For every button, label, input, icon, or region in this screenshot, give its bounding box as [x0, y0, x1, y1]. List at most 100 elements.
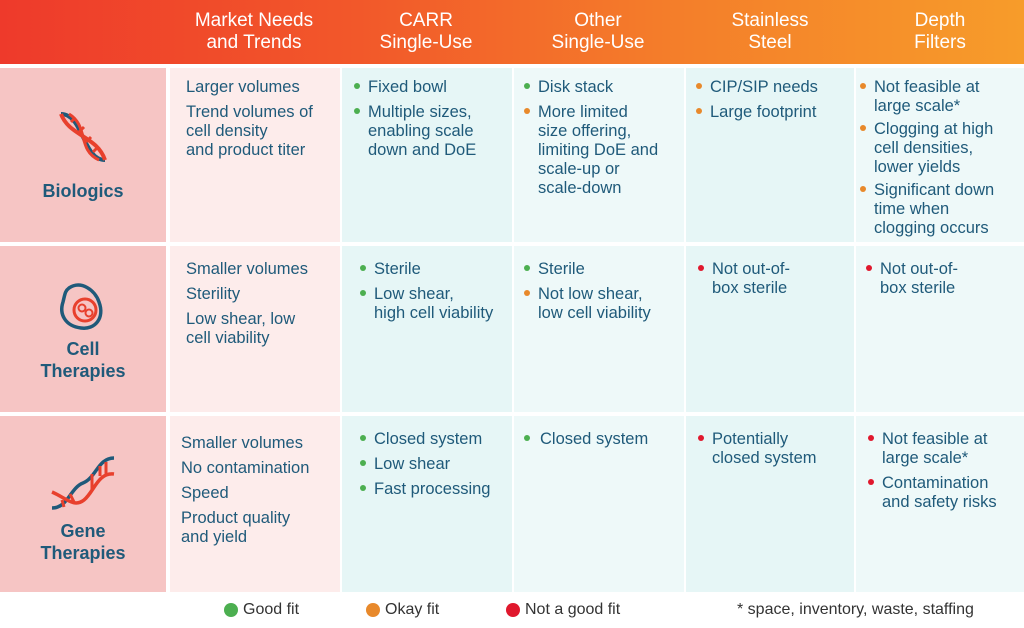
need-item: Smaller volumes [186, 260, 308, 278]
okay-fit-dot [860, 186, 866, 192]
fit-item: Fixed bowl [354, 78, 512, 97]
biologics-steel-cell: CIP/SIP needs Large footprint [686, 68, 854, 242]
fit-item: Low shear [360, 455, 512, 474]
cell-needs: Smaller volumes Sterility Low shear, low… [186, 260, 340, 348]
legend-footnote: * space, inventory, waste, staffing [737, 596, 974, 624]
cell-other-cell: Sterile Not low shear, low cell viabilit… [514, 246, 684, 412]
cell-needs-cell: Smaller volumes Sterility Low shear, low… [170, 246, 340, 412]
need-item: Trend volumes of cell density and produc… [186, 103, 313, 159]
gene-steel-cell: Potentially closed system [686, 416, 854, 592]
good-fit-dot [524, 435, 530, 441]
fit-item: Not out-of- box sterile [866, 260, 1024, 298]
okay-fit-dot [524, 108, 530, 114]
header-depth-filters: Depth Filters [856, 0, 1024, 64]
fit-item-text: Fast processing [374, 480, 491, 498]
good-fit-dot [354, 108, 360, 114]
biologics-depth-cell: Not feasible at large scale* Clogging at… [856, 68, 1024, 242]
fit-item: CIP/SIP needs [696, 78, 854, 97]
header-market-needs-label: Market Needs and Trends [194, 10, 314, 53]
bad-fit-dot [866, 265, 872, 271]
fit-item-text: Fixed bowl [368, 78, 447, 96]
fit-item: Not out-of- box sterile [698, 260, 854, 298]
fit-item-text: Not out-of- box sterile [880, 260, 958, 297]
bad-fit-dot [698, 435, 704, 441]
fit-item-text: Low shear [374, 455, 451, 473]
okay-fit-dot [696, 108, 702, 114]
need-item: Smaller volumes [181, 434, 303, 452]
legend-good-fit-label: Good fit [243, 601, 300, 618]
good-fit-dot [360, 290, 366, 296]
gene-depth-cell: Not feasible at large scale* Contaminati… [856, 416, 1024, 592]
fit-item: Not low shear, low cell viability [524, 285, 684, 323]
header-carr-label: CARR Single-Use [379, 10, 473, 53]
row-label-biologics-text: Biologics [42, 181, 124, 201]
header-market-needs: Market Needs and Trends [168, 0, 340, 64]
fit-item-text: Not out-of- box sterile [712, 260, 790, 297]
fit-item: Closed system [360, 430, 512, 449]
header-depth-label: Depth Filters [914, 10, 966, 53]
need-item: No contamination [181, 459, 310, 477]
fit-item: Multiple sizes, enabling scale down and … [354, 103, 512, 160]
bad-fit-legend-dot [506, 603, 520, 617]
fit-item-text: More limited size offering, limiting DoE… [538, 103, 659, 197]
fit-item-text: Not feasible at large scale* [874, 78, 980, 115]
biologics-other-list: Disk stack More limited size offering, l… [524, 78, 684, 198]
okay-fit-dot [860, 83, 866, 89]
fit-item-text: Sterile [374, 260, 421, 278]
fit-item: Sterile [524, 260, 684, 279]
fit-item-text: Not feasible at large scale* [882, 430, 988, 467]
header-carr-single-use: CARR Single-Use [340, 0, 512, 64]
gene-other-list: Closed system [524, 430, 684, 449]
okay-fit-dot [860, 125, 866, 131]
bad-fit-dot [868, 479, 874, 485]
good-fit-dot [354, 83, 360, 89]
row-label-gene-therapies: Gene Therapies [0, 416, 166, 592]
gene-carr-cell: Closed system Low shear Fast processing [342, 416, 512, 592]
dna-double-helix-icon [48, 448, 118, 518]
fit-item: Low shear, high cell viability [360, 285, 512, 323]
good-fit-dot [360, 485, 366, 491]
gene-needs: Smaller volumes No contamination Speed P… [181, 434, 340, 547]
cell-depth-cell: Not out-of- box sterile [856, 246, 1024, 412]
fit-item: Contamination and safety risks [868, 474, 1024, 512]
fit-item: Disk stack [524, 78, 684, 97]
fit-item: Clogging at high cell densities, lower y… [860, 120, 1024, 177]
fit-item-text: Low shear, high cell viability [374, 285, 494, 322]
header-other-label: Other Single-Use [551, 10, 645, 53]
legend-not-good-fit-label: Not a good fit [525, 601, 621, 618]
row-label-gene-therapies-text: Gene Therapies [40, 521, 126, 563]
gene-needs-cell: Smaller volumes No contamination Speed P… [170, 416, 340, 592]
need-item: Sterility [186, 285, 241, 303]
okay-fit-legend-dot [366, 603, 380, 617]
biologics-carr-cell: Fixed bowl Multiple sizes, enabling scal… [342, 68, 512, 242]
fit-item: Large footprint [696, 103, 854, 122]
fit-item-text: Potentially closed system [712, 430, 817, 467]
biologics-needs-cell: Larger volumes Trend volumes of cell den… [170, 68, 340, 242]
biologics-other-cell: Disk stack More limited size offering, l… [514, 68, 684, 242]
cell-carr-list: Sterile Low shear, high cell viability [360, 260, 512, 323]
fit-item: Closed system [524, 430, 684, 449]
footnote-text: * space, inventory, waste, staffing [737, 601, 974, 618]
legend-good-fit: Good fit [224, 596, 299, 624]
fit-item-text: Disk stack [538, 78, 614, 96]
fit-item-text: Multiple sizes, enabling scale down and … [368, 103, 477, 159]
gene-depth-list: Not feasible at large scale* Contaminati… [868, 430, 1024, 512]
dna-helix-icon [53, 106, 113, 168]
good-fit-legend-dot [224, 603, 238, 617]
fit-item: Not feasible at large scale* [868, 430, 1024, 468]
need-item: Product quality and yield [181, 509, 291, 546]
need-item: Low shear, low cell viability [186, 310, 296, 347]
fit-item: Potentially closed system [698, 430, 854, 468]
gene-carr-list: Closed system Low shear Fast processing [360, 430, 512, 499]
row-label-cell-therapies: Cell Therapies [0, 246, 166, 412]
biologics-depth-list: Not feasible at large scale* Clogging at… [860, 78, 1024, 238]
need-item: Speed [181, 484, 229, 502]
good-fit-dot [524, 265, 530, 271]
fit-item: Fast processing [360, 480, 512, 499]
cell-icon [55, 278, 111, 334]
fit-item-text: Large footprint [710, 103, 817, 121]
fit-item: More limited size offering, limiting DoE… [524, 103, 684, 198]
row-label-biologics: Biologics [0, 68, 166, 242]
fit-item-text: Closed system [374, 430, 483, 448]
fit-item-text: Contamination and safety risks [882, 474, 997, 511]
